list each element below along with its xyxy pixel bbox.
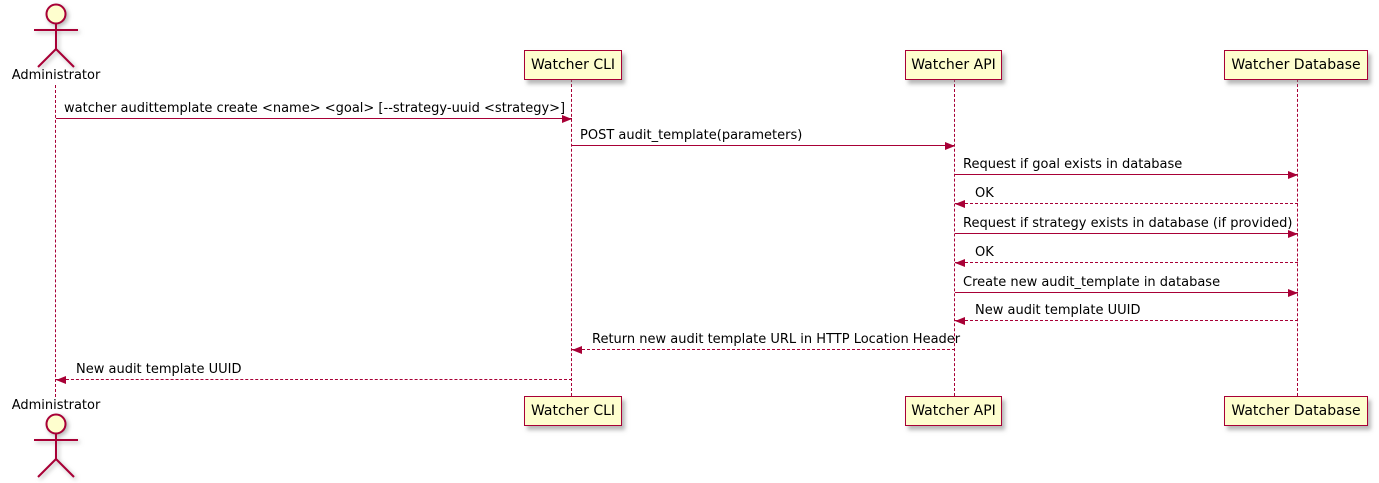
message-text: watcher audittemplate create <name> <goa…	[64, 101, 566, 116]
arrowhead-left-icon	[955, 200, 965, 208]
message-text: Return new audit template URL in HTTP Lo…	[592, 332, 961, 347]
participant-watcher-database-top: Watcher Database	[1224, 50, 1368, 80]
arrowhead-right-icon	[1288, 230, 1298, 238]
arrow-line	[56, 376, 572, 384]
message-watcher-audittemplate-create: watcher audittemplate create <name> <goa…	[56, 101, 572, 123]
arrow-line	[955, 259, 1298, 267]
lifeline-watcher-api	[954, 79, 955, 396]
arrowhead-left-icon	[56, 376, 66, 384]
administrator-actor-icon	[34, 3, 78, 68]
message-text: New audit template UUID	[975, 303, 1141, 318]
message-return-audit-template-url: Return new audit template URL in HTTP Lo…	[572, 332, 961, 354]
participant-watcher-api-bottom: Watcher API	[905, 396, 1002, 426]
message-request-strategy-exists: Request if strategy exists in database (…	[955, 216, 1298, 238]
arrow-line	[955, 200, 1298, 208]
participant-watcher-api-top: Watcher API	[905, 50, 1002, 80]
message-text: POST audit_template(parameters)	[580, 128, 803, 143]
arrow-line	[955, 317, 1298, 325]
message-new-audit-template-uuid-db: New audit template UUID	[955, 303, 1298, 325]
message-text: Create new audit_template in database	[963, 275, 1221, 290]
arrowhead-right-icon	[1288, 289, 1298, 297]
arrow-line	[572, 346, 955, 354]
message-text: Request if strategy exists in database (…	[963, 216, 1293, 231]
arrowhead-left-icon	[955, 259, 965, 267]
message-post-audit-template: POST audit_template(parameters)	[572, 128, 955, 150]
participant-watcher-database-bottom: Watcher Database	[1224, 396, 1368, 426]
arrow-line	[955, 171, 1298, 179]
lifeline-administrator	[55, 85, 56, 397]
arrowhead-left-icon	[572, 346, 582, 354]
arrowhead-left-icon	[955, 317, 965, 325]
arrowhead-right-icon	[945, 142, 955, 150]
message-text: Request if goal exists in database	[963, 157, 1183, 172]
message-ok-strategy: OK	[955, 245, 1298, 267]
administrator-label-bottom: Administrator	[11, 398, 101, 413]
arrowhead-right-icon	[562, 115, 572, 123]
message-text: New audit template UUID	[76, 362, 242, 377]
arrow-line	[572, 142, 955, 150]
message-request-goal-exists: Request if goal exists in database	[955, 157, 1298, 179]
arrow-line	[56, 115, 572, 123]
message-ok-goal: OK	[955, 186, 1298, 208]
participant-watcher-cli-top: Watcher CLI	[524, 50, 622, 80]
message-create-audit-template-db: Create new audit_template in database	[955, 275, 1298, 297]
arrow-line	[955, 230, 1298, 238]
arrowhead-right-icon	[1288, 171, 1298, 179]
arrow-line	[955, 289, 1298, 297]
message-text: OK	[975, 186, 994, 201]
lifeline-watcher-cli	[571, 79, 572, 396]
administrator-actor-icon-bottom	[34, 413, 78, 478]
participant-watcher-cli-bottom: Watcher CLI	[524, 396, 622, 426]
message-text: OK	[975, 245, 994, 260]
message-new-audit-template-uuid-cli: New audit template UUID	[56, 362, 572, 384]
administrator-label: Administrator	[11, 68, 101, 83]
